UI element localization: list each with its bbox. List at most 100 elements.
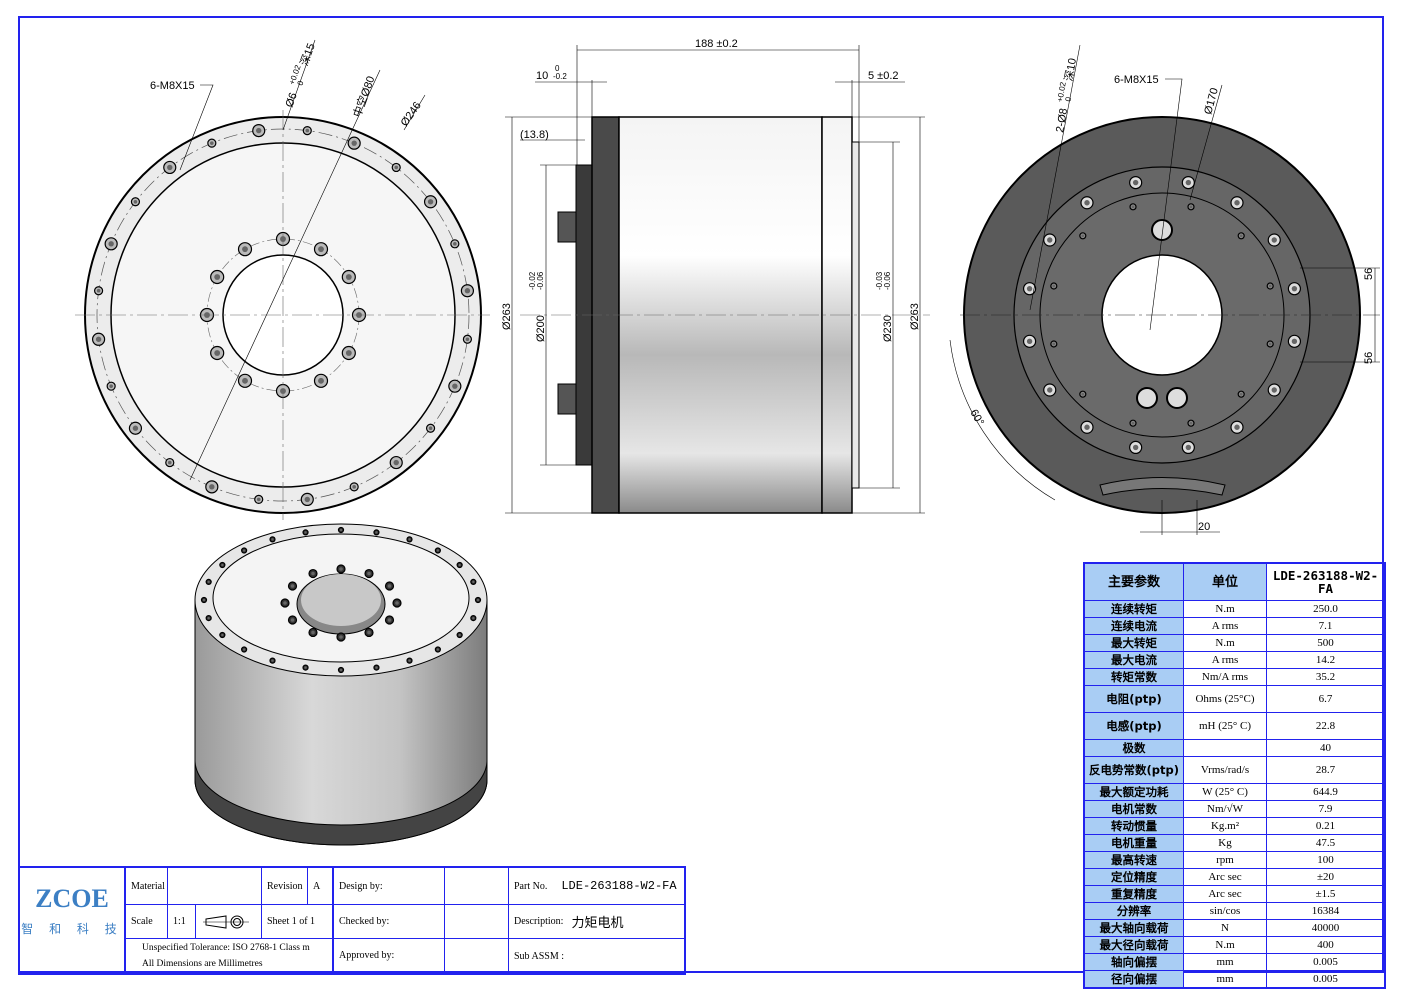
- spec-unit: Vrms/rad/s: [1183, 756, 1267, 784]
- spec-value: ±1.5: [1266, 885, 1386, 903]
- spec-param: 最高转速: [1083, 851, 1184, 869]
- logo-subtitle: 智 和 科 技: [21, 922, 123, 936]
- part-no-cell: Part No. LDE-263188-W2-FA: [509, 868, 684, 905]
- bolt-hole-center: [1239, 234, 1243, 238]
- description-label: Description:: [514, 916, 564, 927]
- spec-param: 极数: [1083, 739, 1184, 757]
- length-dim: 188 ±0.2: [695, 38, 738, 50]
- bolt-hole-center: [345, 274, 352, 280]
- bolt-hole-center: [305, 128, 310, 133]
- spec-value: 6.7: [1266, 685, 1386, 713]
- spec-value: ±20: [1266, 868, 1386, 886]
- spec-value: 100: [1266, 851, 1386, 869]
- bolt-hole-center: [221, 563, 224, 567]
- bolt-hole-center: [1271, 237, 1277, 243]
- scale-value: 1:1: [168, 905, 196, 939]
- spec-value: 14.2: [1266, 651, 1386, 669]
- spec-unit: mm: [1183, 953, 1267, 971]
- rear-pin-holes-label: 2-Ø8: [1054, 107, 1070, 133]
- bolt-hole-center: [1291, 338, 1298, 345]
- spec-unit: [1183, 739, 1267, 757]
- checked-by-value: [445, 905, 509, 939]
- bolt-hole-center: [207, 616, 210, 620]
- spec-value: 644.9: [1266, 783, 1386, 801]
- spec-value: 500: [1266, 634, 1386, 652]
- spec-unit: Ohms (25°C): [1183, 685, 1267, 713]
- bolt-hole-center: [311, 571, 315, 576]
- spec-unit: rpm: [1183, 851, 1267, 869]
- spec-param: 径向偏摆: [1083, 970, 1184, 989]
- tol-upper: +0.02: [1055, 81, 1067, 103]
- company-logo: ZCOE 智 和 科 技: [20, 868, 126, 973]
- bolt-hole-center: [472, 616, 475, 620]
- bolt-hole-center: [214, 274, 221, 280]
- bolt-hole-center: [167, 460, 172, 465]
- offset-lower-dim: 56: [1363, 352, 1375, 364]
- bolt-hole-center: [476, 598, 480, 602]
- bolt-hole-center: [1291, 285, 1298, 292]
- bolt-hole-center: [1052, 342, 1056, 346]
- spec-value: 22.8: [1266, 712, 1386, 740]
- spec-param: 电机重量: [1083, 834, 1184, 852]
- drawing-frame: [18, 16, 1384, 973]
- spec-value: 40000: [1266, 919, 1386, 937]
- revision-label: Revision: [262, 868, 308, 905]
- checked-by-label: Checked by:: [333, 905, 445, 939]
- slot-width-dim: 20: [1198, 521, 1210, 533]
- spec-param: 连续电流: [1083, 617, 1184, 635]
- bolt-hole-center: [436, 648, 439, 651]
- tolerance-note: Unspecified Tolerance: ISO 2768-1 Class …: [142, 942, 310, 953]
- bolt-hole-center: [209, 484, 215, 490]
- material-label: Material: [126, 868, 168, 905]
- bolt-hole-center: [387, 584, 392, 588]
- spec-param: 重复精度: [1083, 885, 1184, 903]
- units-note: All Dimensions are Millimetres: [142, 958, 263, 969]
- material-value: [168, 868, 262, 905]
- bolt-hole-center: [1131, 205, 1135, 209]
- spec-unit: N: [1183, 919, 1267, 937]
- bolt-hole-center: [1081, 234, 1085, 238]
- bolt-hole-center: [304, 496, 310, 503]
- spec-unit: Kg: [1183, 834, 1267, 852]
- approved-by-label: Approved by:: [333, 939, 445, 973]
- rear-tapped-holes-label: 6-M8X15: [1114, 74, 1159, 86]
- bolt-hole-center: [242, 377, 248, 384]
- bolt-hole-center: [214, 350, 221, 356]
- rear-bolt-holes: [1022, 175, 1302, 455]
- bolt-hole-center: [1026, 285, 1033, 292]
- spec-unit: N.m: [1183, 936, 1267, 954]
- spec-unit: N.m: [1183, 634, 1267, 652]
- step-dim: 5 ±0.2: [868, 70, 899, 82]
- bolt-hole-center: [428, 426, 433, 431]
- bolt-hole-center: [1271, 387, 1277, 393]
- spec-value: 28.7: [1266, 756, 1386, 784]
- header-param: 主要参数: [1083, 562, 1184, 601]
- bolt-hole-center: [256, 127, 262, 134]
- third-angle-projection-icon: [203, 914, 249, 929]
- tol-upper: -0.02: [528, 271, 537, 290]
- spec-unit: A rms: [1183, 617, 1267, 635]
- bolt-hole-center: [243, 648, 246, 651]
- header-unit: 单位: [1183, 562, 1267, 601]
- sub-assm-label: Sub ASSM :: [514, 950, 565, 962]
- spec-param: 电感(ptp): [1083, 712, 1184, 740]
- bolt-hole-center: [271, 538, 274, 541]
- description-value: 力矩电机: [571, 916, 624, 931]
- bolt-hole-center: [1234, 424, 1240, 430]
- front-tapped-holes-label: 6-M8X15: [150, 80, 195, 92]
- bolt-hole-center: [1047, 387, 1053, 393]
- bolt-hole-center: [427, 199, 434, 205]
- dia-right-dim: Ø263: [909, 303, 921, 330]
- tol-lower: -0.06: [883, 271, 892, 290]
- pin-depth: 深15: [298, 41, 318, 67]
- scale-label: Scale: [126, 905, 168, 939]
- bolt-hole-center: [472, 580, 475, 584]
